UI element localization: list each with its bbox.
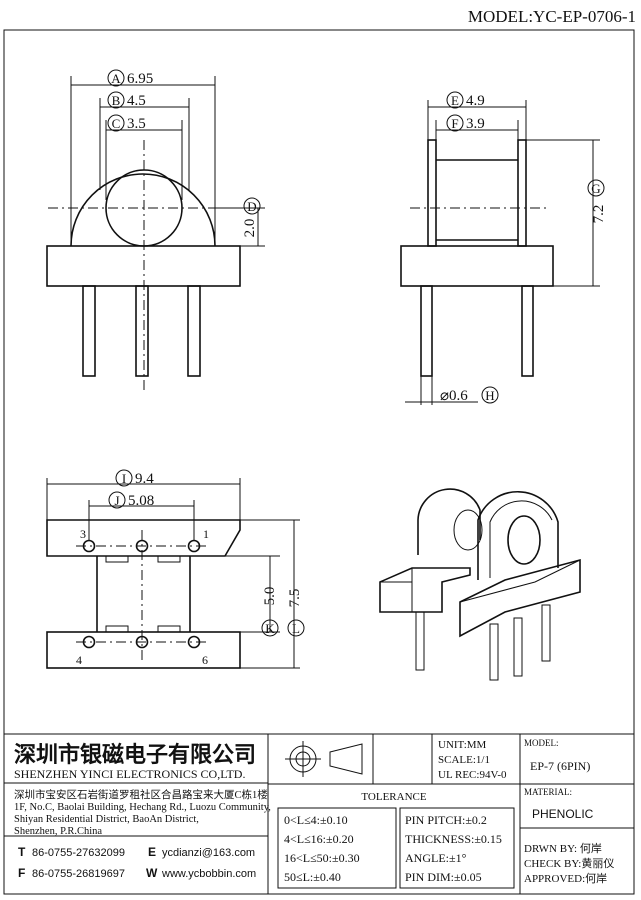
svg-text:3.5: 3.5 [127,116,146,132]
tol-left-1: 0<L≤4:±0.10 [284,813,348,827]
svg-text:7.2: 7.2 [591,205,607,224]
email-label: E [148,845,156,859]
dim-h: ⌀0.6 H [440,386,499,404]
dim-i: I 9.4 [115,469,154,487]
title-block-frame [4,733,634,894]
check-by: CHECK BY:黄丽仪 [524,856,614,870]
tol-right-3: ANGLE:±1° [405,851,467,865]
svg-text:⌀0.6: ⌀0.6 [440,388,468,404]
front-view [46,76,265,390]
dim-f: F 3.9 [446,114,485,132]
side-view [400,100,600,405]
model-value: EP-7 (6PIN) [530,759,590,773]
svg-text:7.5: 7.5 [287,589,303,608]
svg-text:I: I [122,471,126,486]
dim-b: B 4.5 [107,91,146,109]
svg-text:G: G [591,181,600,196]
dim-c: C 3.5 [107,114,146,132]
tel-label: T [18,845,26,859]
tol-right-4: PIN DIM:±0.05 [405,870,482,884]
svg-text:J: J [114,493,119,508]
pin-label-1: 1 [203,527,209,541]
tol-right-1: PIN PITCH:±0.2 [405,813,487,827]
fax-value: 86-0755-26819697 [32,868,125,880]
svg-text:K: K [265,621,275,636]
pin-label-3: 3 [80,527,86,541]
svg-text:A: A [111,71,121,86]
tol-left-4: 50≤L:±0.40 [284,870,341,884]
svg-text:H: H [485,388,494,403]
projection-symbol [285,741,363,777]
dim-g: G 7.2 [587,179,607,224]
dim-l: 7.5 L [287,589,305,637]
svg-text:2.0: 2.0 [242,219,258,238]
web-value: www.ycbobbin.com [161,868,256,880]
model-label: MODEL: [524,738,559,748]
dim-j: J 5.08 [108,491,154,509]
web-label: W [146,866,158,880]
dim-d: D 2.0 [242,197,261,238]
svg-text:4.5: 4.5 [127,93,146,109]
tol-left-3: 16<L≤50:±0.30 [284,851,360,865]
svg-text:5.0: 5.0 [262,587,278,606]
ul-rec-text: UL REC:94V-0 [438,769,507,781]
address-en-2: Shiyan Residential District, BaoAn Distr… [14,814,199,825]
svg-text:3.9: 3.9 [466,116,485,132]
bottom-view [46,478,300,669]
material-value: PHENOLIC [532,807,594,821]
svg-text:C: C [112,116,121,131]
address-en-3: Shenzhen, P.R.China [14,826,102,837]
approved-by: APPROVED:何岸 [524,872,607,885]
unit-text: UNIT:MM [438,739,487,751]
tol-left-2: 4<L≤16:±0.20 [284,832,354,846]
svg-text:D: D [247,199,256,214]
svg-text:F: F [451,116,458,131]
material-label: MATERIAL: [524,787,572,797]
dim-e: E 4.9 [446,91,485,109]
drawing-frame [3,29,635,895]
dim-a: A 6.95 [107,69,153,87]
scale-text: SCALE:1/1 [438,754,490,766]
fax-label: F [18,866,25,880]
pin-label-6: 6 [202,653,208,667]
email-value: ycdianzi@163.com [162,847,255,859]
address-en-1: 1F, No.C, Baolai Building, Hechang Rd., … [14,802,271,813]
model-header: MODEL:YC-EP-0706-1 [468,7,636,26]
drawn-by: DRWN BY: 何岸 [524,842,602,855]
company-name-cn: 深圳市银磁电子有限公司 [14,742,256,767]
svg-text:E: E [451,93,459,108]
pin-label-4: 4 [76,653,82,667]
svg-text:9.4: 9.4 [135,471,154,487]
svg-text:6.95: 6.95 [127,71,153,87]
tolerance-title: TOLERANCE [361,791,426,803]
svg-text:B: B [112,93,121,108]
svg-text:4.9: 4.9 [466,93,485,109]
svg-text:L: L [292,621,300,636]
svg-text:5.08: 5.08 [128,493,154,509]
company-name-en: SHENZHEN YINCI ELECTRONICS CO,LTD. [14,767,245,781]
address-cn: 深圳市宝安区石岩街道罗租社区合昌路宝来大厦C栋1楼 [14,788,268,801]
dim-k: 5.0 K [261,587,279,637]
isometric-view [379,488,581,681]
tel-value: 86-0755-27632099 [32,847,125,859]
tol-right-2: THICKNESS:±0.15 [405,832,502,846]
